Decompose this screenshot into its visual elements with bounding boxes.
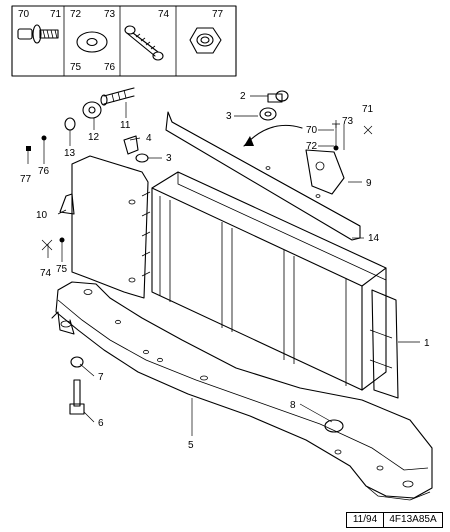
- cross-mark-74: [41, 239, 53, 251]
- callout-13: 13: [64, 148, 76, 159]
- callout-70-main: 70: [306, 125, 318, 136]
- footer-reference: 4F13A85A: [384, 512, 443, 528]
- bushing-part-13: [64, 117, 76, 131]
- bullet-76: [41, 135, 47, 141]
- callout-4: 4: [146, 133, 152, 144]
- callout-3-top: 3: [226, 111, 232, 122]
- callout-9: 9: [366, 178, 372, 189]
- callout-10: 10: [36, 210, 48, 221]
- callout-12: 12: [88, 132, 100, 143]
- callout-70: 70: [18, 9, 30, 20]
- callout-2: 2: [240, 91, 246, 102]
- callout-77-main: 77: [20, 174, 32, 185]
- washer-part-3-top: [259, 107, 277, 121]
- rubber-mount-part-12: [82, 101, 102, 119]
- cross-member-part-5: [51, 281, 433, 501]
- callout-73-main: 73: [342, 116, 354, 127]
- hardware-legend-panel: 70 71 72 73 75 76 74 77: [11, 5, 237, 77]
- bolt-with-washer-icon: [17, 24, 59, 44]
- callout-14: 14: [368, 233, 380, 244]
- callout-73: 73: [104, 9, 116, 20]
- plus-mark-70: [332, 120, 340, 128]
- footer-date: 11/94: [346, 512, 384, 528]
- callout-74-main: 74: [40, 268, 52, 279]
- mount-part-8: [324, 419, 344, 433]
- mounting-bracket-part-9: [305, 149, 345, 195]
- callout-5: 5: [188, 440, 194, 451]
- callout-1: 1: [424, 338, 430, 349]
- bullet-75: [59, 237, 65, 243]
- callout-72: 72: [70, 9, 82, 20]
- self-tapping-screw-icon: [124, 25, 164, 61]
- callout-6: 6: [98, 418, 104, 429]
- side-deflector-panel-10: [59, 155, 149, 299]
- square-77: [26, 146, 31, 151]
- callout-77: 77: [212, 9, 224, 20]
- callout-71-main: 71: [362, 104, 374, 115]
- callout-8: 8: [290, 400, 296, 411]
- callout-76-main: 76: [38, 166, 50, 177]
- bolt-part-2: [267, 90, 289, 103]
- bullet-72: [333, 145, 339, 151]
- callout-75-main: 75: [56, 264, 68, 275]
- callout-7: 7: [98, 372, 104, 383]
- bolt-part-6: [69, 379, 85, 415]
- flat-washer-icon: [76, 31, 108, 53]
- spacer-part-7: [70, 356, 84, 368]
- radiator-part-1: [141, 171, 399, 399]
- bolt-part-11: [100, 87, 135, 106]
- callout-74: 74: [158, 9, 170, 20]
- washer-part-3-side: [135, 153, 149, 163]
- callout-71: 71: [50, 9, 62, 20]
- callout-11: 11: [120, 120, 131, 131]
- callout-76: 76: [104, 62, 116, 73]
- leader-lines: [27, 95, 420, 436]
- callout-75: 75: [70, 62, 82, 73]
- fastener-part-4: [123, 135, 139, 155]
- hex-nut-icon: [189, 27, 222, 54]
- callout-3-side: 3: [166, 153, 172, 164]
- cross-mark-71: [363, 125, 373, 135]
- arrow-head: [244, 136, 254, 146]
- legend-frame: [11, 5, 237, 77]
- callout-72-main: 72: [306, 141, 318, 152]
